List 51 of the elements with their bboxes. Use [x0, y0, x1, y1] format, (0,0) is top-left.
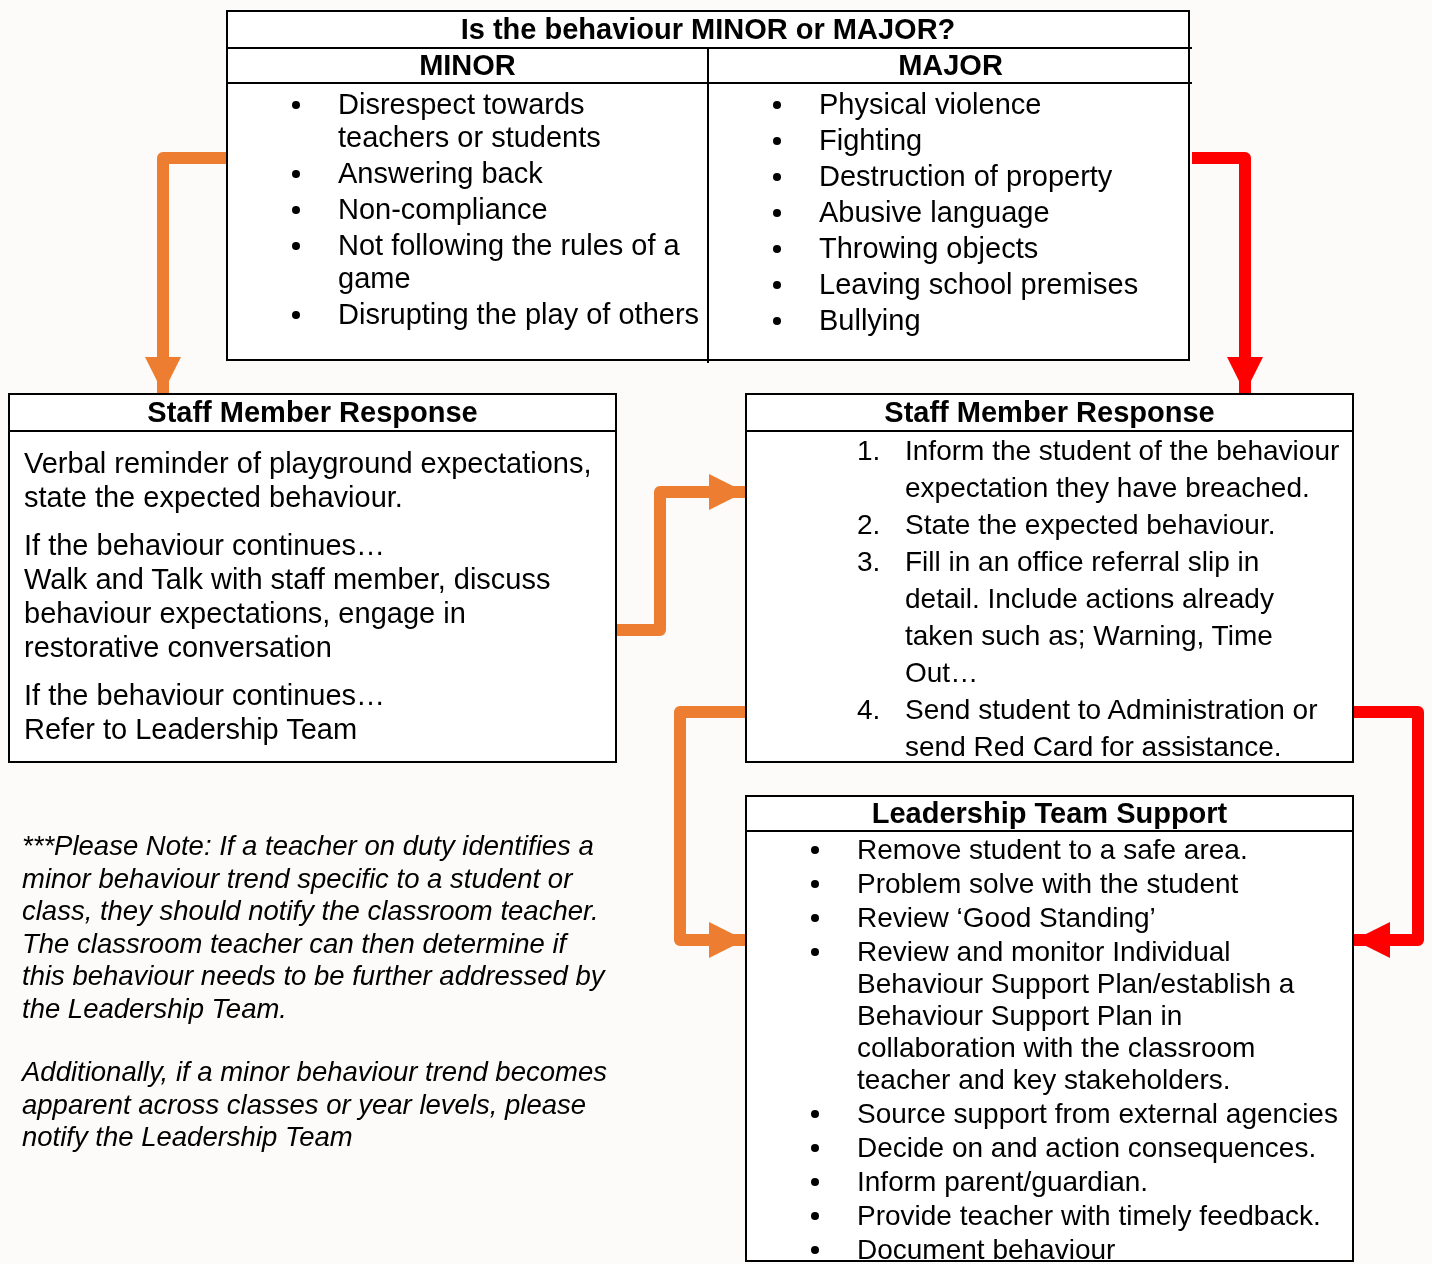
list-item: Provide teacher with timely feedback.: [857, 1200, 1321, 1232]
decision-table: [226, 10, 1190, 361]
list-number: 1.: [857, 434, 882, 468]
list-item: Decide on and action consequences.: [857, 1132, 1317, 1164]
list-item: Destruction of property: [819, 160, 1113, 193]
list-item: Fighting: [819, 124, 923, 157]
list-item: Inform the student of the behaviour expectation they have breached.: [905, 434, 1340, 505]
box-heading: Leadership Team Support: [747, 797, 1352, 832]
list-item: Throwing objects: [819, 232, 1039, 265]
list-item: Review ‘Good Standing’: [857, 902, 1156, 934]
list-item: Answering back: [338, 157, 543, 190]
paragraph: If the behaviour continues…: [24, 528, 387, 562]
paragraph: If the behaviour continues…: [24, 678, 387, 712]
arrow: [1192, 152, 1263, 393]
response-box: [745, 393, 1354, 763]
list-item: Abusive language: [819, 196, 1050, 229]
list-number: 2.: [857, 508, 882, 542]
arrow: [674, 706, 745, 958]
list-item: Review and monitor Individual Behaviour Support Plan/establish a Behaviour Support Plan in collaboration with the classroom teacher and key stakeholders.: [857, 936, 1296, 1096]
box-heading: Staff Member Response: [747, 395, 1352, 432]
column-heading: MAJOR: [709, 49, 1192, 84]
list-item: Disrespect towards teachers or students: [338, 88, 602, 154]
table-column: [228, 47, 709, 363]
list-item: Not following the rules of a game: [338, 229, 681, 295]
list-item: Document behaviour: [857, 1234, 1116, 1264]
list-item: Leaving school premises: [819, 268, 1139, 301]
arrow: [145, 152, 228, 393]
list-item: Remove student to a safe area.: [857, 834, 1248, 866]
list-item: Disrupting the play of others: [338, 298, 700, 331]
list-item: Source support from external agencies: [857, 1098, 1338, 1130]
table-title: Is the behaviour MINOR or MAJOR?: [459, 12, 957, 47]
response-box: [8, 393, 617, 763]
column-heading: MINOR: [228, 49, 707, 84]
list-number: 3.: [857, 545, 882, 579]
arrow: [1354, 706, 1424, 958]
box-heading: Staff Member Response: [10, 395, 615, 432]
list-item: Bullying: [819, 304, 921, 337]
list-item: Send student to Administration or send Red Card for assistance.: [905, 693, 1319, 764]
note-text: ***Please Note: If a teacher on duty identifies a minor behaviour trend specific to a student or class, they should notify the classroom teacher. The classroom teacher can then determine if this behaviour needs to be further addressed by the Leadership Team.: [22, 830, 607, 1025]
list-item: Problem solve with the student: [857, 868, 1239, 900]
list-item: Physical violence: [819, 88, 1042, 121]
list-item: State the expected behaviour.: [905, 508, 1277, 542]
list-item: Inform parent/guardian.: [857, 1166, 1149, 1198]
paragraph: Walk and Talk with staff member, discuss behaviour expectations, engage in restorative conversation: [24, 562, 552, 664]
paragraph: Verbal reminder of playground expectations, state the expected behaviour.: [24, 446, 593, 514]
list-number: 4.: [857, 693, 882, 727]
paragraph: Refer to Leadership Team: [24, 712, 359, 746]
note-text: Additionally, if a minor behaviour trend becomes apparent across classes or year levels, please notify the Leadership Team: [22, 1056, 608, 1154]
list-item: Non-compliance: [338, 193, 548, 226]
support-box: [745, 795, 1354, 1262]
list-item: Fill in an office referral slip in detail. Include actions already taken such as; Warning, Time Out…: [905, 545, 1275, 690]
